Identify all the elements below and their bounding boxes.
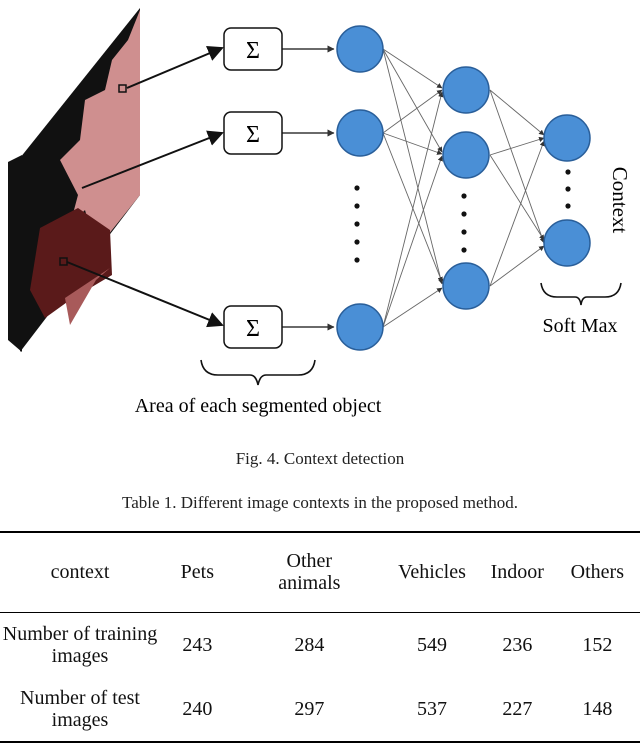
- header-indoor: Indoor: [479, 531, 555, 613]
- softmax-brace: [540, 282, 622, 306]
- output-node-1: [543, 114, 591, 162]
- table-header-row: context Pets Other animals Vehicles Indo…: [0, 531, 640, 613]
- sum-symbol: Σ: [246, 38, 260, 64]
- segmented-image: [8, 8, 140, 352]
- sum-symbol: Σ: [246, 316, 260, 342]
- segmented-object-region: [60, 10, 140, 250]
- input-node-1: [336, 25, 384, 73]
- header-context: context: [0, 531, 160, 613]
- cell-vehicles: 537: [383, 677, 480, 743]
- softmax-label: Soft Max: [543, 315, 618, 337]
- row-label: Number of test images: [0, 677, 160, 743]
- table-caption: Table 1. Different image contexts in the…: [122, 493, 518, 512]
- figure-caption: Fig. 4. Context detection: [235, 449, 405, 468]
- layer2-to-output-connections: [489, 89, 545, 287]
- object-arrow-1: [126, 46, 224, 89]
- sample-point-1: [118, 84, 127, 93]
- object-area-brace: [200, 359, 316, 386]
- cell-other-animals: 297: [234, 677, 384, 743]
- sample-point-2: [59, 257, 68, 266]
- cell-others: 152: [582, 633, 613, 656]
- hidden-layer-ellipsis: [461, 193, 467, 253]
- output-node-2: [543, 219, 591, 267]
- hidden-node-2: [442, 131, 490, 179]
- output-layer-ellipsis: [565, 169, 571, 209]
- row-label: Number of training images: [2, 622, 158, 667]
- header-other-animals: Other animals: [234, 531, 384, 613]
- cell-vehicles: 549: [416, 633, 447, 656]
- header-vehicles: Vehicles: [383, 531, 480, 613]
- cell-pets: 243: [182, 633, 213, 656]
- lower-object-region: [65, 268, 110, 325]
- sum-symbol: Σ: [246, 122, 260, 148]
- cell-pets: 240: [160, 677, 235, 743]
- context-label: Context: [608, 167, 632, 234]
- context-detection-figure: Σ Σ Σ: [8, 8, 632, 417]
- object-arrow-2: [81, 130, 224, 189]
- hidden-node-3: [442, 262, 490, 310]
- object-area-label: Area of each segmented object: [135, 395, 382, 417]
- image-panel-side: [8, 155, 22, 352]
- table-row: Number of test images 240 297 537 227 14…: [0, 677, 640, 743]
- input-layer-ellipsis: [354, 185, 360, 263]
- sum-box-1: Σ: [223, 27, 283, 71]
- cell-other-animals: 284: [294, 633, 325, 656]
- sum-box-3: Σ: [223, 305, 283, 349]
- cell-indoor: 227: [479, 677, 555, 743]
- input-node-3: [336, 303, 384, 351]
- contexts-table: context Pets Other animals Vehicles Indo…: [0, 531, 640, 743]
- layer1-to-layer2-connections: [382, 48, 444, 328]
- object-arrow-3: [66, 261, 224, 328]
- table-row: Number of training images 243 284 549 23…: [0, 612, 640, 677]
- cell-others: 148: [554, 677, 640, 743]
- header-others: Others: [554, 531, 640, 613]
- header-pets: Pets: [160, 531, 235, 613]
- input-node-2: [336, 109, 384, 157]
- hidden-node-1: [442, 66, 490, 114]
- cell-indoor: 236: [502, 633, 533, 656]
- sum-box-2: Σ: [223, 111, 283, 155]
